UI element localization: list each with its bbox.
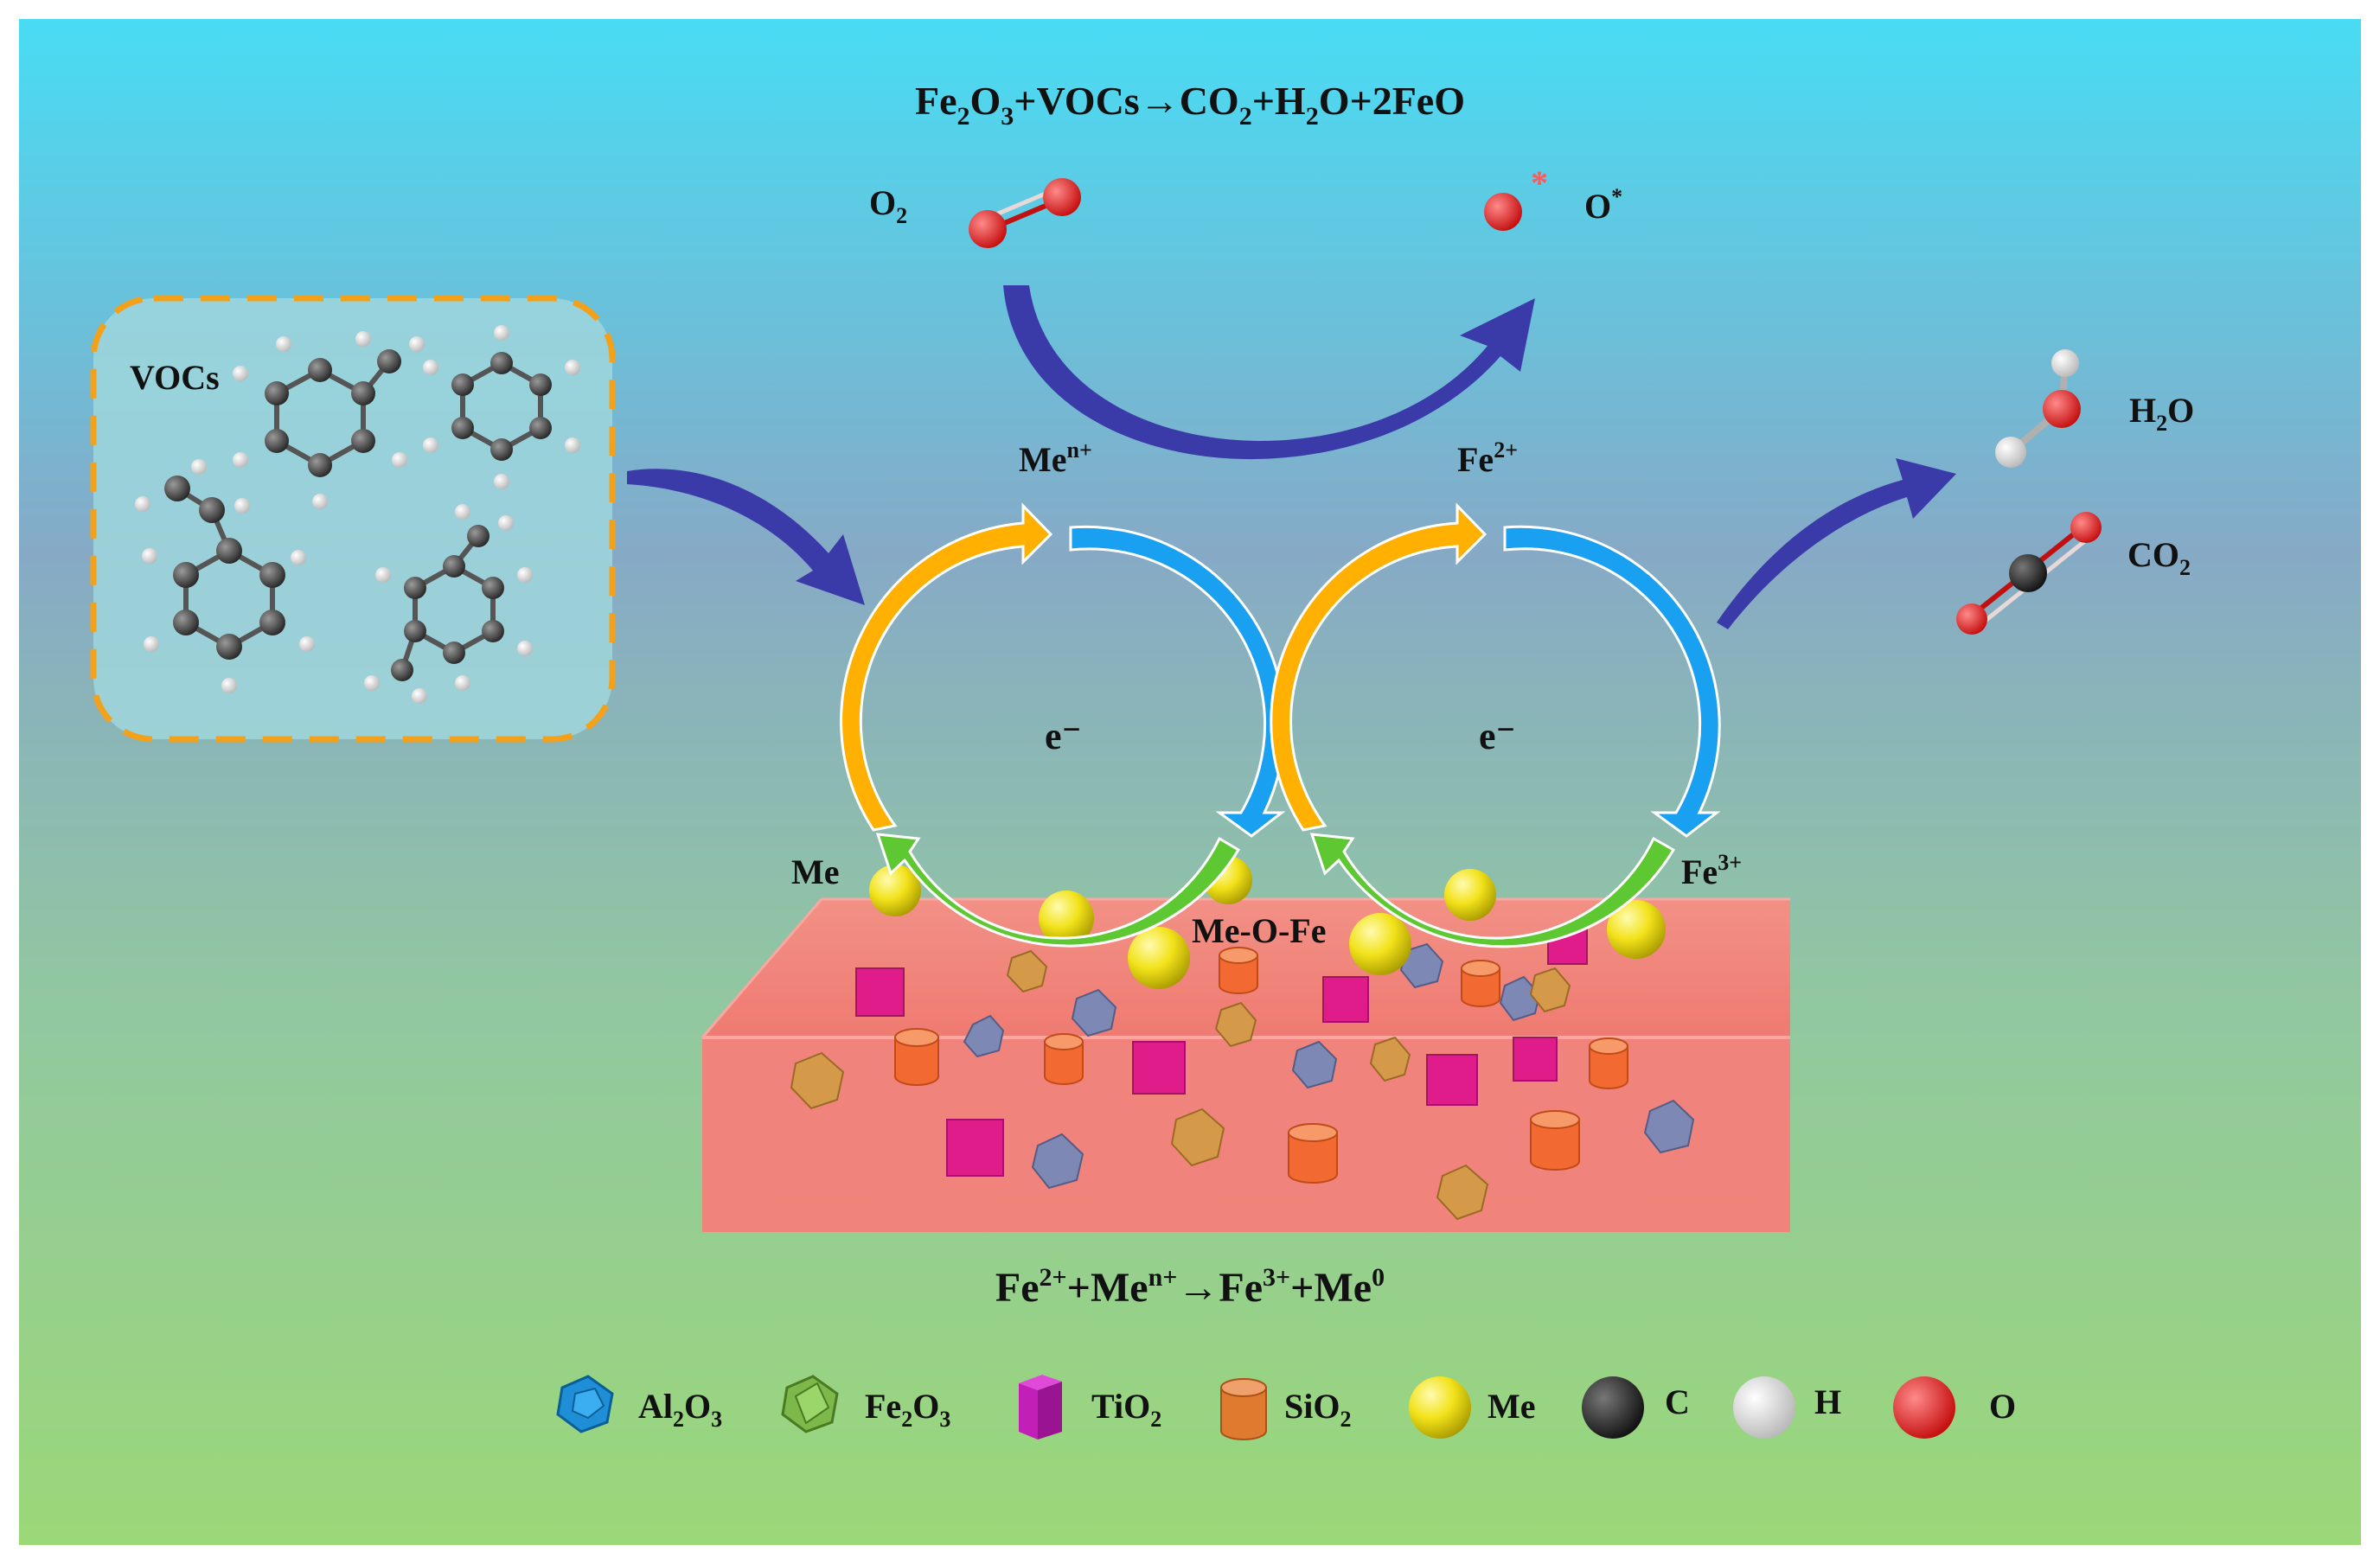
h2o-molecule [1995,349,2081,468]
cube-icon [1019,1375,1062,1440]
left-redox-cycle [840,502,1286,948]
legend-label-c: C [1665,1382,1690,1421]
legend-label-o: O [1989,1387,2016,1426]
yellow-sphere-icon [1409,1376,1471,1439]
top-equation: Fe2O3+VOCs→CO2+H2O+2FeO [915,79,1465,131]
o-radical [1484,193,1522,231]
right-redox-cycle [1270,502,1721,948]
legend-label-h: H [1814,1382,1841,1421]
fe3-label: Fe3+ [1681,850,1742,891]
h2o-label: H2O [2129,391,2194,436]
o2-activation-arrow [1003,285,1535,460]
legend-label-sio2: SiO2 [1284,1387,1351,1432]
icosahedron-icon [781,1375,839,1433]
cylinder-icon [1220,1378,1267,1440]
products-output-arrow [1717,458,1956,629]
voc-molecule-4 [364,504,533,704]
me-n-label: Men+ [1019,437,1092,479]
legend-label-tio2: TiO2 [1091,1387,1161,1432]
voc-molecule-2 [423,325,580,489]
electron-label-left: e⁻ [1045,715,1082,757]
o2-label: O2 [869,183,907,228]
white-sphere-icon [1733,1376,1795,1439]
legend: Al2O3 Fe2O3 TiO2 SiO2 Me C H O [556,1375,2016,1440]
me-o-fe-label: Me-O-Fe [1192,911,1326,950]
voc-molecule-3 [135,459,315,693]
me-label: Me [791,852,840,891]
legend-label-al2o3: Al2O3 [638,1387,722,1432]
dodecahedron-icon [556,1375,614,1433]
o2-molecule [969,178,1081,248]
slab-particles [790,929,1695,1221]
o-star-label: O* [1584,184,1622,226]
bottom-equation: Fe2++Men+→Fe3++Me0 [995,1263,1385,1311]
me-metal-spheres [869,856,1666,989]
background-panel [19,19,2361,1545]
voc-molecule-1 [233,331,425,509]
vocs-input-arrow [627,469,865,605]
co2-label: CO2 [2127,535,2191,580]
red-sphere-icon [1893,1376,1955,1439]
legend-label-me: Me [1488,1387,1536,1426]
fe2-label: Fe2+ [1457,437,1518,479]
legend-label-fe2o3: Fe2O3 [865,1387,950,1432]
black-sphere-icon [1582,1376,1644,1439]
co2-molecule [1956,512,2102,635]
radical-star-mark: * [1531,163,1548,202]
vocs-label: VOCs [130,358,220,397]
electron-label-right: e⁻ [1479,715,1516,757]
